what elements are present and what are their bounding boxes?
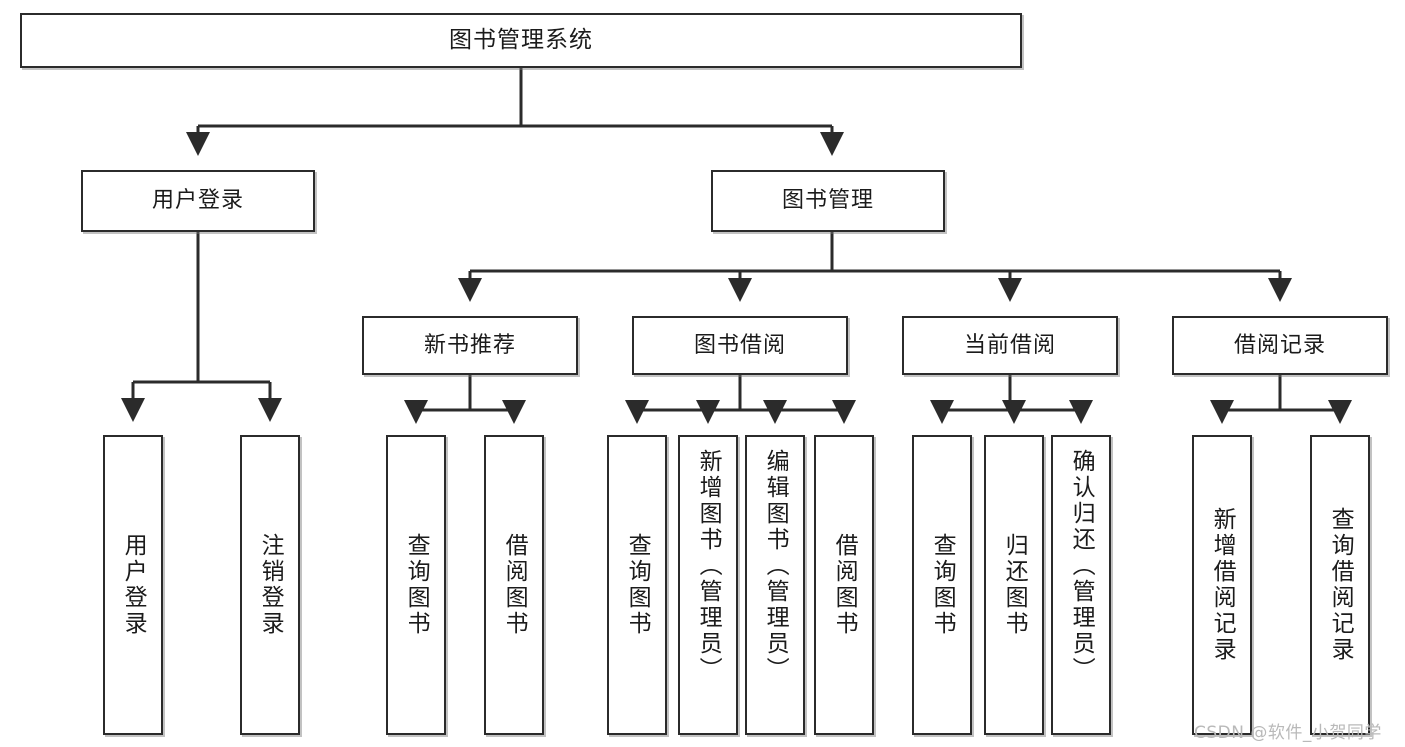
leaf-user-login[interactable]: 用户登录 bbox=[103, 435, 163, 735]
leaf-nb-borrow-book-label: 借阅图书 bbox=[501, 533, 528, 637]
node-borrow-record[interactable]: 借阅记录 bbox=[1172, 316, 1388, 375]
node-book-manage[interactable]: 图书管理 bbox=[711, 170, 945, 232]
leaf-logout-label: 注销登录 bbox=[257, 533, 284, 637]
leaf-user-login-label: 用户登录 bbox=[120, 533, 147, 637]
leaf-bb-query-book[interactable]: 查询图书 bbox=[607, 435, 667, 735]
leaf-bb-add-book-admin[interactable]: 新增图书（管理员） bbox=[678, 435, 738, 735]
leaf-bb-edit-book-admin-label: 编辑图书（管理员） bbox=[762, 449, 789, 683]
leaf-bb-add-book-admin-label: 新增图书（管理员） bbox=[695, 449, 722, 683]
leaf-br-add-record-label: 新增借阅记录 bbox=[1209, 507, 1236, 663]
leaf-nb-borrow-book[interactable]: 借阅图书 bbox=[484, 435, 544, 735]
node-new-book-recommend-label: 新书推荐 bbox=[423, 332, 516, 358]
node-current-borrow[interactable]: 当前借阅 bbox=[902, 316, 1118, 375]
node-book-borrow[interactable]: 图书借阅 bbox=[632, 316, 848, 375]
leaf-cb-query-book[interactable]: 查询图书 bbox=[912, 435, 972, 735]
leaf-cb-confirm-return-admin-label: 确认归还（管理员） bbox=[1068, 449, 1095, 683]
leaf-br-query-record[interactable]: 查询借阅记录 bbox=[1310, 435, 1370, 735]
node-root-label: 图书管理系统 bbox=[449, 26, 593, 53]
csdn-watermark-text: CSDN @软件_小贺同学 bbox=[1194, 723, 1382, 743]
node-root[interactable]: 图书管理系统 bbox=[20, 13, 1022, 68]
node-user-login[interactable]: 用户登录 bbox=[81, 170, 315, 232]
leaf-nb-query-book-label: 查询图书 bbox=[403, 533, 430, 637]
leaf-br-query-record-label: 查询借阅记录 bbox=[1327, 507, 1354, 663]
leaf-bb-borrow-book-label: 借阅图书 bbox=[831, 533, 858, 637]
leaf-cb-return-book-label: 归还图书 bbox=[1001, 533, 1028, 637]
leaf-bb-query-book-label: 查询图书 bbox=[624, 533, 651, 637]
node-user-login-label: 用户登录 bbox=[151, 188, 244, 214]
leaf-cb-return-book[interactable]: 归还图书 bbox=[984, 435, 1044, 735]
leaf-nb-query-book[interactable]: 查询图书 bbox=[386, 435, 446, 735]
node-book-manage-label: 图书管理 bbox=[781, 188, 874, 214]
leaf-cb-query-book-label: 查询图书 bbox=[929, 533, 956, 637]
leaf-bb-borrow-book[interactable]: 借阅图书 bbox=[814, 435, 874, 735]
node-new-book-recommend[interactable]: 新书推荐 bbox=[362, 316, 578, 375]
node-borrow-record-label: 借阅记录 bbox=[1233, 332, 1326, 358]
node-book-borrow-label: 图书借阅 bbox=[693, 332, 786, 358]
leaf-br-add-record[interactable]: 新增借阅记录 bbox=[1192, 435, 1252, 735]
csdn-watermark: CSDN @软件_小贺同学 bbox=[1194, 718, 1382, 743]
leaf-cb-confirm-return-admin[interactable]: 确认归还（管理员） bbox=[1051, 435, 1111, 735]
leaf-logout[interactable]: 注销登录 bbox=[240, 435, 300, 735]
node-current-borrow-label: 当前借阅 bbox=[963, 332, 1056, 358]
leaf-bb-edit-book-admin[interactable]: 编辑图书（管理员） bbox=[745, 435, 805, 735]
